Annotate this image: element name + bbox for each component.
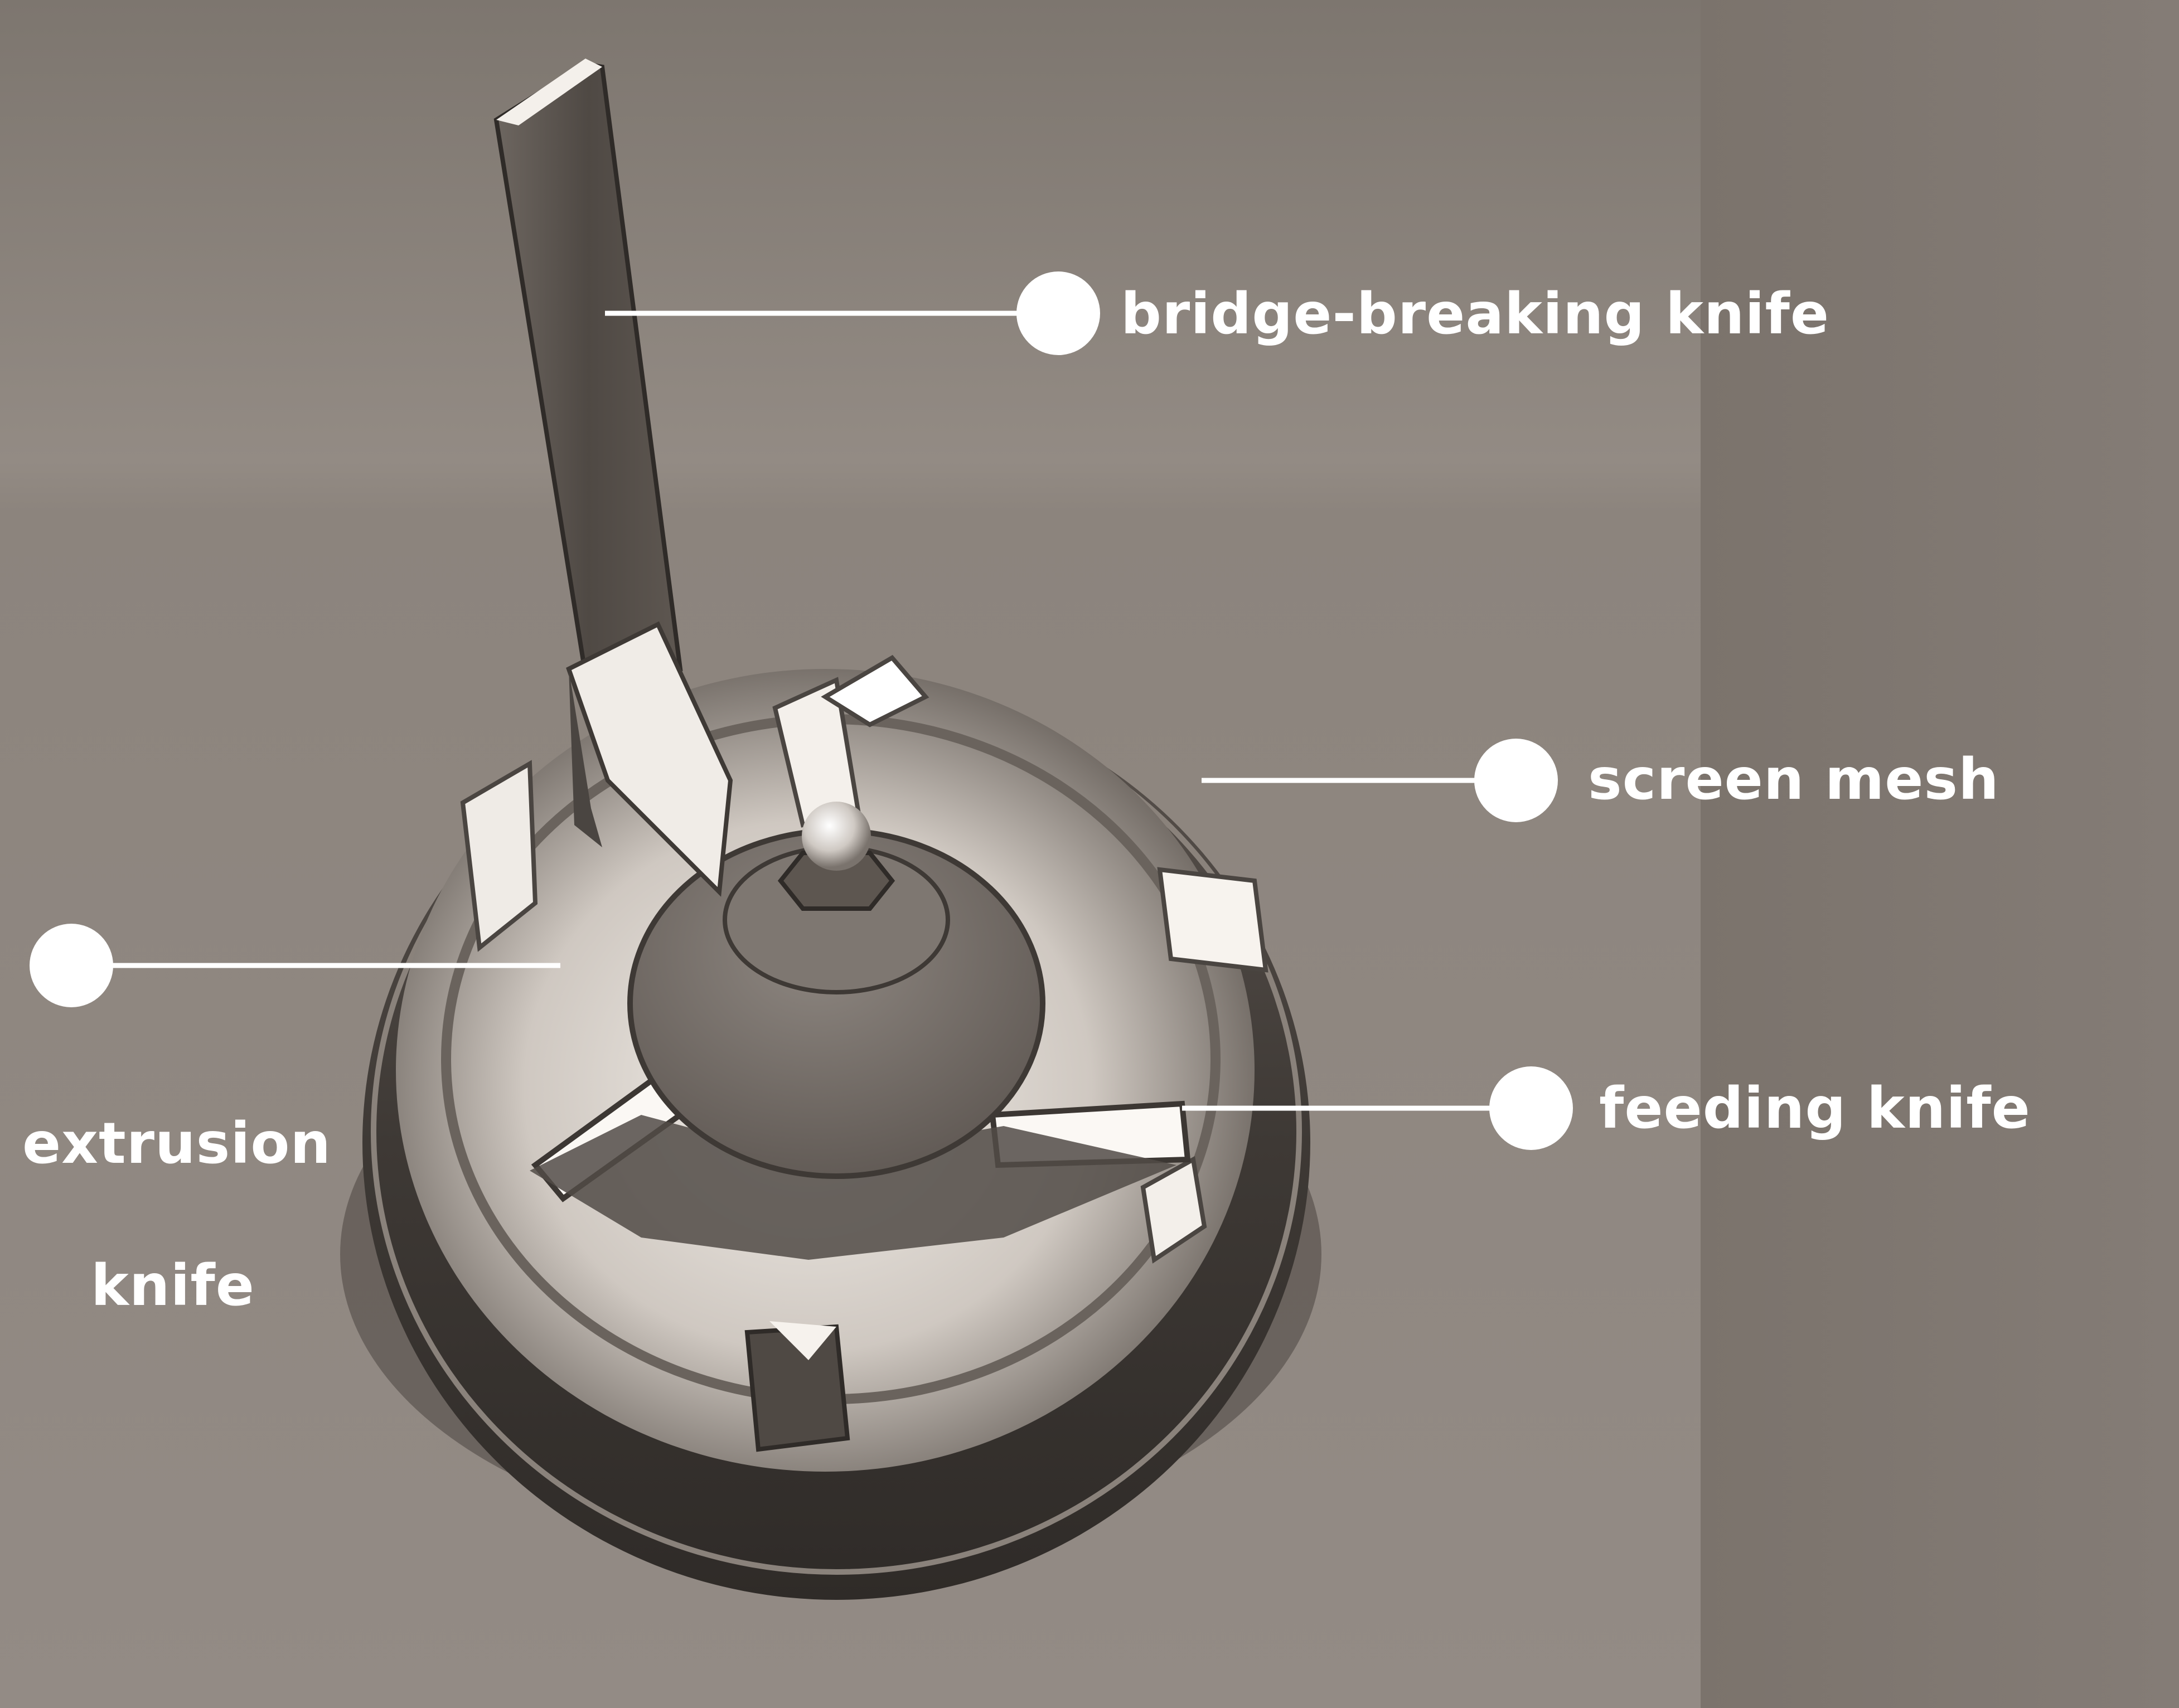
callout-bridge-breaking — [605, 271, 1100, 355]
label-extrusion-knife: extrusion knife — [22, 1037, 331, 1321]
hub-nut — [777, 851, 895, 911]
extrusion-blade-left — [460, 760, 538, 952]
extrusion-blade-top-cap — [821, 654, 929, 727]
extrusion-blade-right — [1157, 867, 1268, 973]
extrusion-blade-lower-right — [1140, 1156, 1207, 1264]
label-extrusion-line2: knife — [91, 1252, 255, 1319]
label-screen-mesh: screen mesh — [1588, 746, 1999, 813]
marker-dot-extrusion — [30, 924, 113, 1007]
label-bridge-breaking-knife: bridge-breaking knife — [1121, 281, 1830, 347]
label-feeding-knife: feeding knife — [1599, 1075, 2031, 1142]
marker-dot-screen-mesh — [1474, 739, 1558, 822]
marker-dot-bridge-breaking — [1016, 271, 1100, 355]
bridge-knife-arm-shadow — [569, 669, 602, 847]
callout-screen-mesh — [1202, 739, 1558, 822]
marker-dot-feeding — [1489, 1066, 1573, 1150]
bridge-knife-arm — [566, 621, 733, 897]
background-wall — [1701, 0, 2179, 1708]
label-extrusion-line1: extrusion — [22, 1110, 332, 1177]
feeding-knife-body — [530, 1115, 1176, 1260]
bridge-knife-shaft-top — [496, 59, 602, 125]
extrusion-blade-bottom-cap — [769, 1321, 836, 1360]
callout-feeding — [1182, 1066, 1573, 1150]
callout-extrusion — [30, 924, 560, 1007]
cutter-assembly — [340, 59, 1321, 1600]
hub-ball — [802, 802, 871, 871]
